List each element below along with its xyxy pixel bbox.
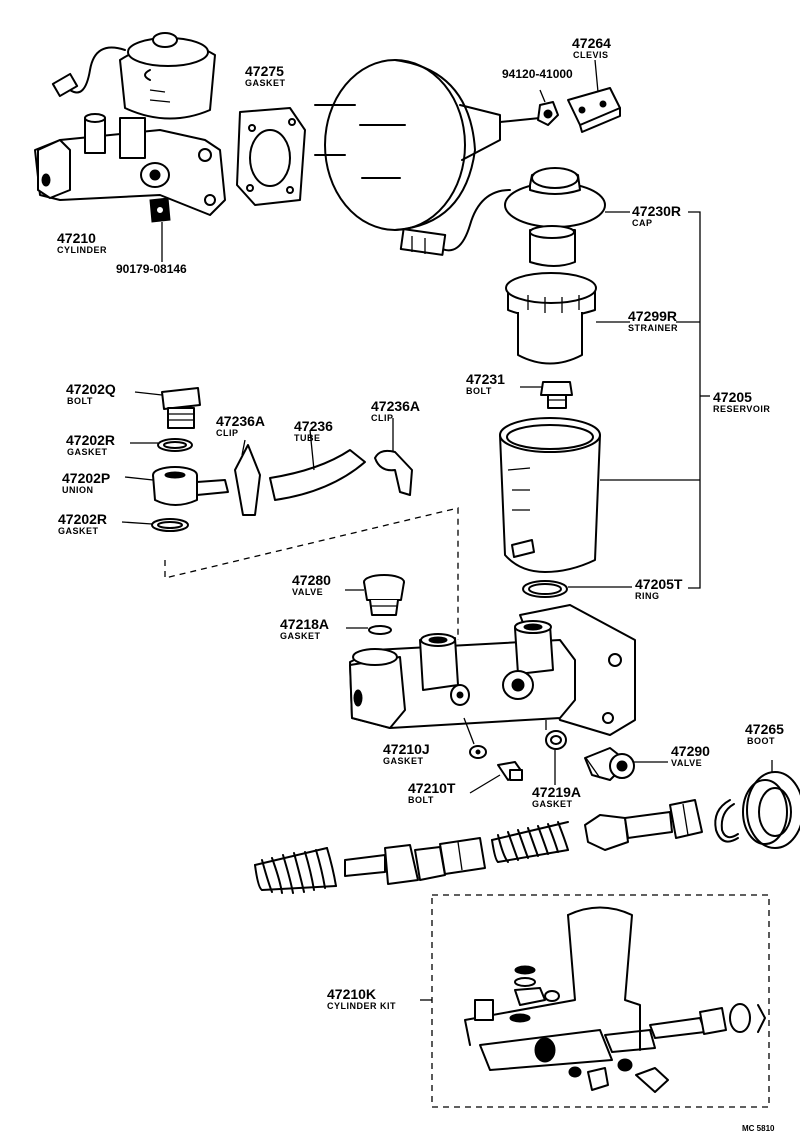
part-name-cap: CAP <box>632 218 653 228</box>
snap-ring-drawing <box>714 799 739 843</box>
part-47275-gasket-drawing <box>236 107 306 206</box>
part-47299R-strainer-drawing <box>505 272 630 365</box>
part-number-47299R: 47299R <box>628 308 678 324</box>
part-name-bolt-47202Q: BOLT <box>67 396 93 406</box>
part-name-strainer: STRAINER <box>628 323 679 333</box>
snap-ring-inner <box>720 803 739 839</box>
pistons-and-springs-drawing <box>254 799 703 894</box>
part-number-47275: 47275 <box>245 63 284 79</box>
part-number-94120-41000: 94120-41000 <box>502 67 573 81</box>
dashed-assembly-leader <box>164 507 459 640</box>
brake-booster-drawing <box>314 59 541 231</box>
part-name-boot: BOOT <box>747 736 775 746</box>
part-name-clip-left: CLIP <box>216 428 239 438</box>
part-47205T-ring-drawing <box>522 580 632 598</box>
part-number-47264: 47264 <box>572 35 611 51</box>
part-name-gasket-47210J: GASKET <box>383 756 424 766</box>
part-name-bolt-47231: BOLT <box>466 386 492 396</box>
part-name-union: UNION <box>62 485 94 495</box>
part-number-47218A: 47218A <box>280 616 330 632</box>
part-47231-bolt-drawing <box>520 381 573 409</box>
part-number-47210T: 47210T <box>408 780 456 796</box>
part-name-tube: TUBE <box>294 433 321 443</box>
master-cylinder-assembly <box>34 32 226 216</box>
reservoir-group-bracket <box>676 211 710 589</box>
part-name-gasket-47202R-upper: GASKET <box>67 447 108 457</box>
part-number-47219A: 47219A <box>532 784 582 800</box>
part-name-gasket-47275: GASKET <box>245 78 286 88</box>
part-number-47202R-upper: 47202R <box>66 432 116 448</box>
part-number-47230R: 47230R <box>632 203 682 219</box>
figure-code: MC 5810 <box>742 1124 775 1133</box>
cylinder-kit-contents-drawing <box>464 906 766 1093</box>
part-number-47210J: 47210J <box>383 741 430 757</box>
cylinder-body-drawing <box>349 604 636 736</box>
part-47210T-bolt-drawing <box>469 761 523 794</box>
part-90179-bolt-drawing <box>149 197 171 262</box>
part-47265-boot-drawing <box>742 760 800 849</box>
part-name-valve-47280: VALVE <box>292 587 324 597</box>
part-number-47210: 47210 <box>57 230 96 246</box>
part-number-47205T: 47205T <box>635 576 683 592</box>
part-47280-valve-drawing <box>345 574 405 616</box>
part-number-47210K: 47210K <box>327 986 377 1002</box>
part-47205-reservoir-drawing <box>499 417 700 573</box>
part-name-gasket-47219A: GASKET <box>532 799 573 809</box>
part-47219A-gasket-drawing <box>545 720 567 785</box>
part-number-47202Q: 47202Q <box>66 381 116 397</box>
part-name-cylinder-kit: CYLINDER KIT <box>327 1001 396 1011</box>
part-number-47231: 47231 <box>466 371 505 387</box>
part-47210J-gasket-drawing <box>463 717 487 759</box>
part-name-bolt-47210T: BOLT <box>408 795 434 805</box>
part-name-cylinder: CYLINDER <box>57 245 108 255</box>
part-number-47280: 47280 <box>292 572 331 588</box>
part-name-clip-right: CLIP <box>371 413 394 423</box>
part-name-valve-47290: VALVE <box>671 758 703 768</box>
part-47230R-cap-drawing <box>399 167 630 267</box>
part-47218A-gasket-drawing <box>346 625 392 635</box>
part-number-47236A-left: 47236A <box>216 413 266 429</box>
part-name-ring: RING <box>635 591 660 601</box>
part-94120-nut-drawing <box>537 89 559 126</box>
part-name-gasket-47218A: GASKET <box>280 631 321 641</box>
part-number-47265: 47265 <box>745 721 784 737</box>
part-number-47202P: 47202P <box>62 470 111 486</box>
part-number-47202R-lower: 47202R <box>58 511 108 527</box>
part-47290-valve-drawing <box>584 747 668 781</box>
part-name-reservoir: RESERVOIR <box>713 404 771 414</box>
part-47264-clevis-drawing <box>567 59 621 133</box>
part-name-clevis: CLEVIS <box>573 50 609 60</box>
part-number-47205: 47205 <box>713 389 752 405</box>
part-number-90179-08146: 90179-08146 <box>116 262 187 276</box>
part-name-gasket-47202R-lower: GASKET <box>58 526 99 536</box>
part-number-47236A-right: 47236A <box>371 398 421 414</box>
part-number-47290: 47290 <box>671 743 710 759</box>
union-group-drawing <box>121 387 229 532</box>
tube-and-clips-drawing <box>234 418 413 516</box>
cylinder-kit-frame <box>431 894 770 1108</box>
part-number-47236: 47236 <box>294 418 333 434</box>
